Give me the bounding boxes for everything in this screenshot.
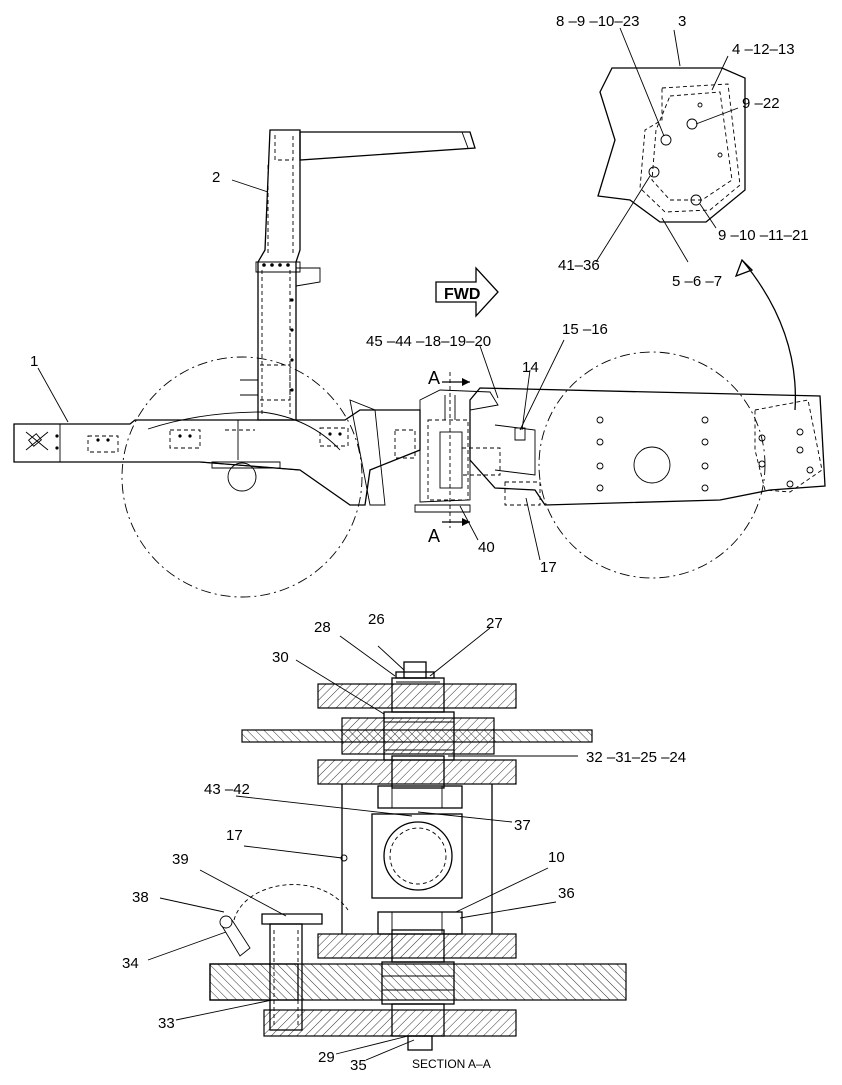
detail-plate <box>597 67 746 223</box>
seat-post <box>257 129 301 421</box>
label-5-6-7: 5 –6 –7 <box>672 273 722 290</box>
label-15-16: 15 –16 <box>562 321 608 338</box>
label-section-a-top: A <box>428 368 440 388</box>
fwd-arrow <box>435 266 499 318</box>
label-36: 36 <box>558 885 575 902</box>
label-17-section: 17 <box>226 827 243 844</box>
label-35: 35 <box>350 1057 367 1074</box>
leader-lines <box>37 27 739 1061</box>
label-45-44-18-19-20: 45 –44 –18–19–20 <box>366 333 491 350</box>
label-30: 30 <box>272 649 289 666</box>
section-a-a <box>209 661 627 1051</box>
label-43-42: 43 –42 <box>204 781 250 798</box>
left-wheel <box>121 356 363 598</box>
label-26: 26 <box>368 611 385 628</box>
label-4-12-13: 4 –12–13 <box>732 41 795 58</box>
label-fwd: FWD <box>444 286 480 303</box>
section-caption: SECTION A–A <box>412 1057 491 1071</box>
label-28: 28 <box>314 619 331 636</box>
label-17-side: 17 <box>540 559 557 576</box>
label-3: 3 <box>678 13 686 30</box>
label-40: 40 <box>478 539 495 556</box>
right-wheel <box>538 351 766 579</box>
label-14: 14 <box>522 359 539 376</box>
label-9-22: 9 –22 <box>742 95 780 112</box>
label-9-10-11-21: 9 –10 –11–21 <box>718 227 809 244</box>
label-37: 37 <box>514 817 531 834</box>
detail-view <box>597 67 746 223</box>
label-41-36: 41–36 <box>558 257 600 274</box>
labels: 1 2 3 4 –12–13 8 –9 –10–23 9 –22 9 –10 –… <box>30 13 809 1074</box>
side-view <box>13 129 826 598</box>
hitch-assembly <box>419 389 499 503</box>
main-frame <box>13 409 421 506</box>
label-33: 33 <box>158 1015 175 1032</box>
label-8-9-10-23: 8 –9 –10–23 <box>556 13 639 30</box>
label-2: 2 <box>212 169 220 186</box>
label-38: 38 <box>132 889 149 906</box>
label-section-a-bottom: A <box>428 526 440 546</box>
label-34: 34 <box>122 955 139 972</box>
label-29: 29 <box>318 1049 335 1066</box>
label-39: 39 <box>172 851 189 868</box>
label-10: 10 <box>548 849 565 866</box>
label-1: 1 <box>30 353 38 370</box>
right-frame <box>469 387 826 506</box>
label-27: 27 <box>486 615 503 632</box>
label-32-31-25-24: 32 –31–25 –24 <box>586 749 686 766</box>
